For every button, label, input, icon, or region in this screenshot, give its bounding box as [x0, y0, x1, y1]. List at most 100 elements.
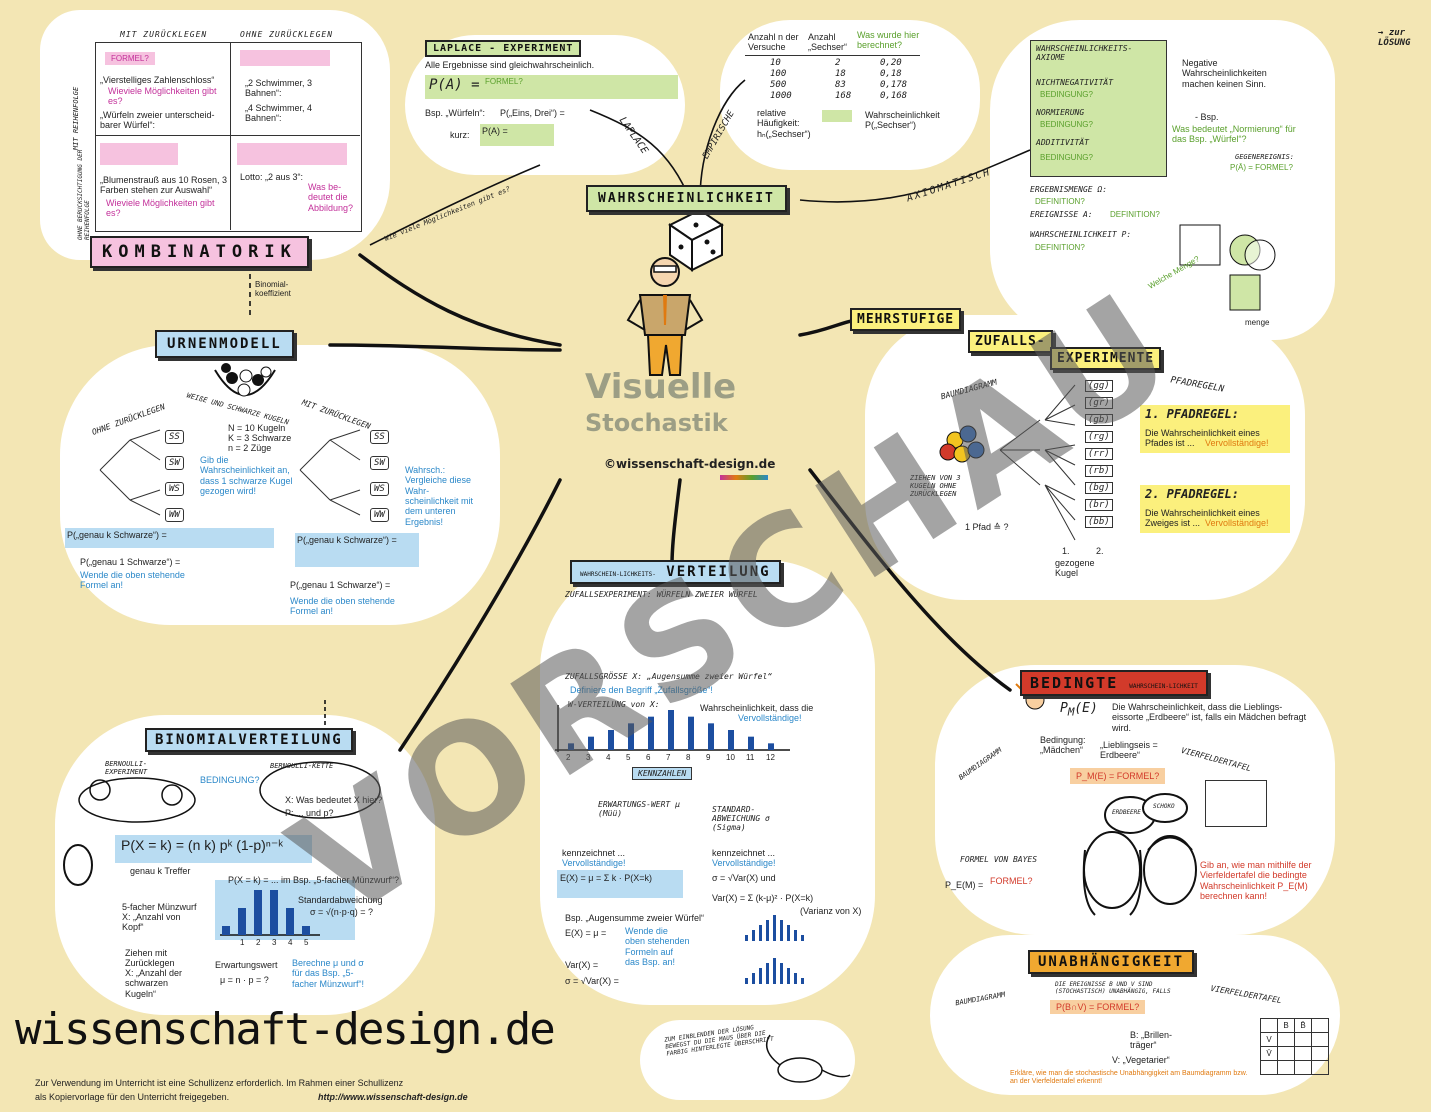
bedingte-def: Die Wahrscheinlichkeit, dass die Lieblin… — [1112, 702, 1307, 733]
urn-leaf: WW — [370, 508, 389, 523]
kombi-formel-1: FORMEL? — [105, 52, 155, 66]
footer-url[interactable]: http://www.wissenschaft-design.de — [318, 1092, 468, 1102]
urn-balls-icon — [214, 363, 276, 397]
emp-cell: 0,18 — [880, 69, 902, 79]
bedingte-title-text: BEDINGTE — [1030, 674, 1119, 692]
center-title-2: Stochastik — [585, 409, 728, 437]
kombi-col2-header: OHNE ZURÜCKLEGEN — [240, 30, 334, 39]
emp-answer-box — [822, 110, 852, 122]
urnen-cloud — [60, 345, 500, 625]
verteilung-tick: 4 — [606, 753, 611, 762]
erwartungswert-label: ERWARTUNGS-WERT μ (Müü) — [598, 800, 680, 819]
table-cell — [1311, 1046, 1329, 1061]
verteilung-wv: W-VERTEILUNG von X: — [568, 700, 660, 709]
kugel-2: 2. — [1096, 546, 1104, 556]
mouse-cloud — [640, 1020, 855, 1100]
bedingte-title-sub: WAHRSCHEIN-LICHKEIT — [1129, 683, 1198, 690]
axiome-a1: NICHTNEGATIVITÄT — [1036, 78, 1114, 87]
bedingte-bubble-1: ERDBEERE — [1112, 809, 1141, 816]
bedingte-pm-f: FORMEL? — [990, 876, 1033, 886]
verteilung-var: Var(X) = — [565, 960, 599, 970]
kombi-q2: „Würfeln zweier unterscheid-barer Würfel… — [100, 110, 215, 131]
urnen-p4: P(„genau 1 Schwarze“) = — [290, 580, 391, 590]
verteilung-title[interactable]: WAHRSCHEIN-LICHKEITS- VERTEILUNG — [570, 560, 781, 584]
laplace-kurz2: P(A) = — [480, 124, 554, 146]
binom-koeff-label: Binomial-koeffizient — [255, 280, 291, 299]
unabh-formel: P(B∩V) = FORMEL? — [1050, 1000, 1146, 1015]
outcome-item: (gg) — [1085, 380, 1113, 393]
urn-leaf: SW — [165, 456, 184, 471]
unabh-def: DIE EREIGNISSE B UND V SIND (STOCHASTISC… — [1055, 981, 1171, 995]
verteilung-tick: 2 — [566, 753, 571, 762]
verteilung-tick: 3 — [586, 753, 591, 762]
footer-logo[interactable]: wissenschaft-design.de — [15, 1004, 556, 1055]
emp-cell: 0,178 — [880, 80, 908, 90]
binomial-bar-chart — [215, 880, 355, 940]
wahrscheinlichkeit-title[interactable]: WAHRSCHEINLICHKEIT — [586, 185, 787, 212]
formula-var: Var(X) = Σ (k-μ)² · P(X=k) — [712, 893, 814, 903]
professor-figure — [626, 257, 704, 376]
kombinatorik-title[interactable]: KOMBINATORIK — [90, 236, 309, 268]
outcome-item: (rb) — [1085, 465, 1113, 478]
urn-leaf: WW — [165, 508, 184, 523]
table-cell — [1277, 1060, 1295, 1075]
axiome-title: WAHRSCHEINLICHKEITS-AXIOME — [1036, 44, 1133, 63]
pfadregel-2-text: Die Wahrscheinlichkeit eines Zweiges ist… — [1145, 508, 1260, 529]
bedingte-title[interactable]: BEDINGTE WAHRSCHEIN-LICHKEIT — [1020, 670, 1208, 696]
urnen-q1: Gib die Wahrscheinlichkeit an, dass 1 sc… — [200, 455, 293, 497]
axiome-menge: menge — [1245, 318, 1270, 327]
pfadregel-2-v: Vervollständige! — [1205, 518, 1269, 528]
mehrstufig-title-3[interactable]: EXPERIMENTE — [1050, 347, 1162, 370]
axiome-e1: ERGEBNISMENGE Ω: — [1030, 185, 1108, 194]
table-cell — [1260, 1018, 1278, 1033]
binomial-title[interactable]: BINOMIALVERTEILUNG — [145, 728, 353, 752]
axiome-gegen-f: P(Ā) = FORMEL? — [1230, 163, 1293, 172]
verteilung-tick: 10 — [726, 753, 735, 762]
urnen-p2: P(„genau 1 Schwarze“) = — [80, 557, 181, 567]
verteilung-bar — [688, 716, 694, 750]
emp-cell: 0,20 — [880, 58, 902, 68]
kombi-q1: „Vierstelliges Zahlenschloss“ — [100, 75, 215, 85]
bedingte-vierfeldertafel — [1205, 780, 1267, 827]
emp-h2: Anzahl „Sechser“ — [808, 32, 848, 53]
laplace-title[interactable]: LAPLACE - EXPERIMENT — [425, 40, 582, 57]
mehrstufig-title-1[interactable]: MEHRSTUFIGE — [850, 308, 962, 331]
kenn-2: kennzeichnet ... — [712, 848, 776, 858]
table-cell — [1311, 1032, 1329, 1047]
mehrstufig-title-2[interactable]: ZUFALLS- — [968, 330, 1053, 353]
kenn-1-v: Vervollständige! — [562, 858, 626, 868]
table-cell: B — [1277, 1018, 1295, 1033]
footer-line2: als Kopiervorlage für den Unterricht fre… — [35, 1092, 230, 1102]
outcome-item: (br) — [1085, 499, 1113, 512]
formula-sigma: σ = √Var(X) und — [712, 873, 776, 883]
laplace-formula-placeholder: FORMEL? — [485, 77, 523, 86]
laplace-subtitle: Alle Ergebnisse sind gleichwahrscheinlic… — [425, 60, 595, 70]
verteilung-exp: ZUFALLSEXPERIMENT: WÜRFELN ZWEIER WÜRFEL — [565, 590, 758, 599]
bedingte-pm: P_E(M) = — [945, 880, 984, 890]
binom-bern: BERNOULLI-EXPERIMENT — [105, 760, 148, 777]
kombi-q6b: Was be-deutet die Abbildung? — [308, 182, 354, 213]
urnenmodell-title[interactable]: URNENMODELL — [155, 330, 294, 358]
pfadregel-1-text: Die Wahrscheinlichkeit eines Pfades ist … — [1145, 428, 1260, 449]
urn-leaf: WS — [370, 482, 389, 497]
axiome-norm-q: Was bedeutet „Normierung“ für das Bsp. „… — [1172, 124, 1296, 145]
table-cell — [1311, 1060, 1329, 1075]
mehrstufig-ziehen: ZIEHEN VON 3 KUGELN OHNE ZURÜCKLEGEN — [910, 474, 961, 499]
binom-bar — [286, 908, 294, 935]
verteilung-def: Definiere den Begriff „Zufallsgröße“! — [570, 685, 713, 695]
binom-m1: 5-facher Münzwurf — [122, 902, 197, 912]
verteilung-zg: ZUFALLSGRÖSSE X: „Augensumme zweier Würf… — [565, 672, 773, 681]
binom-treffer: genau k Treffer — [130, 866, 191, 876]
solution-link[interactable]: → zur LÖSUNG — [1378, 28, 1411, 49]
unabh-q: Erkläre, wie man die stochastische Unabh… — [1010, 1070, 1248, 1086]
pfadregel-2-box — [1140, 485, 1290, 533]
center-copyright: ©wissenschaft-design.de — [604, 457, 776, 471]
outcome-item: (gb) — [1085, 414, 1113, 427]
emp-cell: 1000 — [770, 91, 792, 101]
bedingte-notation: PM(E) — [1060, 701, 1098, 719]
axiome-b1: BEDINGUNG? — [1040, 90, 1093, 99]
binom-zx: X: „Anzahl der schwarzen Kugeln“ — [125, 968, 183, 999]
urnen-hint2: Wende die oben stehende Formel an! — [290, 596, 395, 617]
unabh-title[interactable]: UNABHÄNGIGKEIT — [1028, 950, 1195, 974]
binom-tick: 3 — [272, 938, 277, 947]
